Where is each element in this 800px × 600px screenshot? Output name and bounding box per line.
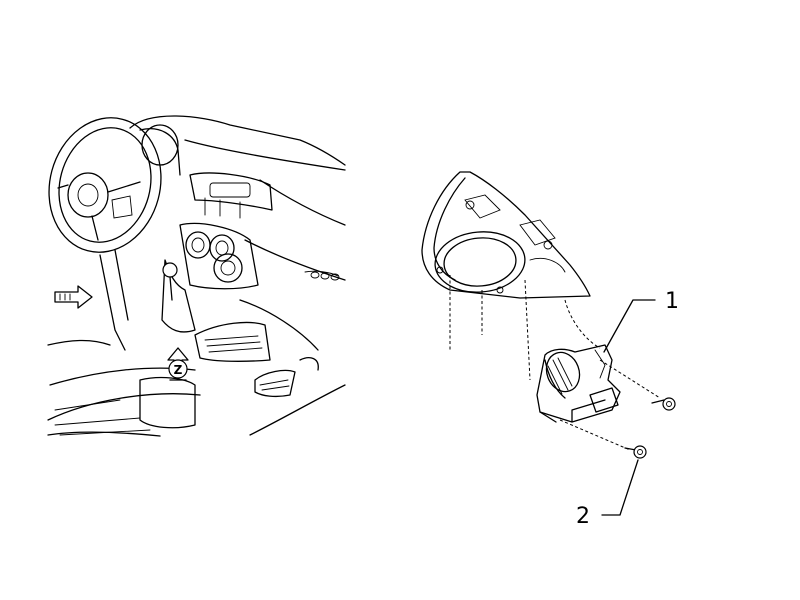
dashboard	[129, 115, 346, 281]
arrow-icon	[54, 285, 93, 309]
screw-upper	[651, 397, 676, 411]
leader-lines	[601, 299, 656, 516]
door-and-floor	[47, 249, 201, 437]
location-marker-icon: Z	[167, 347, 189, 381]
alignment-lines	[449, 275, 661, 451]
callout-1: 1	[665, 289, 679, 314]
trim-bezel	[421, 171, 591, 299]
callout-2: 2	[576, 504, 590, 529]
steering-wheel	[48, 117, 162, 253]
center-console	[161, 222, 259, 333]
exploded-component-view	[421, 171, 676, 516]
screw-lower	[624, 445, 647, 459]
lower-dash	[194, 299, 346, 436]
marker-letter: Z	[174, 363, 183, 377]
switch-module	[536, 344, 621, 423]
vehicle-interior-view: Z	[47, 115, 346, 437]
